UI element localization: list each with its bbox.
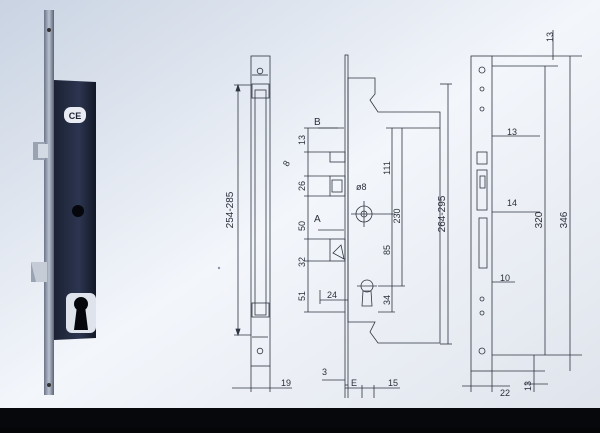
side-view: [232, 55, 292, 392]
dim-346: 346: [559, 211, 570, 228]
front-view: [462, 30, 582, 392]
latch-bolt: [33, 142, 48, 160]
dim-254-285: 254-285: [225, 191, 236, 228]
dim-111: 111: [382, 161, 392, 175]
cylinder-hole: [66, 293, 96, 333]
ce-label: CE: [64, 107, 86, 123]
deadbolt: [31, 262, 47, 282]
dim-24: 24: [327, 290, 337, 300]
front-faceplate: [470, 55, 493, 372]
faceplate: [44, 10, 54, 395]
dim-8: 8: [281, 159, 292, 168]
dim-51: 51: [297, 291, 307, 301]
side-faceplate: [250, 55, 271, 367]
label-e: E: [351, 378, 357, 388]
svg-text:CE: CE: [69, 111, 82, 121]
dim-230: 230: [392, 208, 402, 223]
dim-phi8: ø8: [356, 182, 367, 192]
dim-22: 22: [500, 388, 510, 398]
dim-10: 10: [500, 273, 510, 283]
dim-3: 3: [322, 367, 327, 377]
dim-13-side: 13: [297, 135, 307, 145]
main-case-outline: [347, 77, 441, 344]
paper-background: [0, 0, 600, 414]
dim-34: 34: [382, 295, 392, 305]
dim-320: 320: [534, 211, 545, 228]
dim-13-top: 13: [545, 32, 555, 42]
lock-photo: CE: [31, 10, 96, 395]
label-b: B: [314, 117, 321, 128]
dim-13-front: 13: [507, 127, 517, 137]
dim-85: 85: [382, 245, 392, 255]
dim-19: 19: [281, 378, 291, 388]
main-view: [304, 54, 452, 398]
label-a: A: [314, 214, 321, 225]
dim-264-295: 264-295: [437, 195, 448, 232]
dim-32: 32: [297, 257, 307, 267]
dim-26: 26: [297, 181, 307, 191]
dim-14: 14: [507, 198, 517, 208]
dim-15: 15: [388, 378, 398, 388]
follower-hole: [72, 205, 84, 217]
dim-50: 50: [297, 221, 307, 231]
screen-bezel: [0, 408, 600, 428]
dim-13-bottom: 13: [523, 381, 533, 391]
